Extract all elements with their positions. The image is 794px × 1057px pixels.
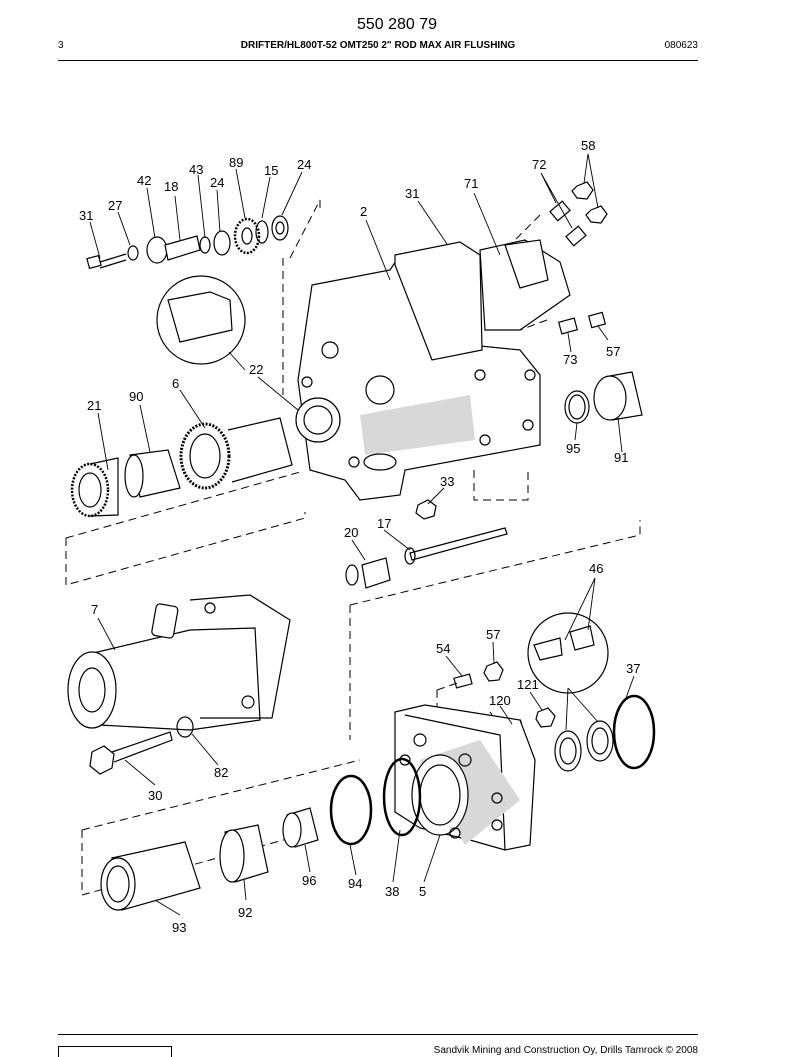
callout-2: 2 (360, 204, 367, 219)
page-number: 3 (58, 40, 64, 51)
callout-15: 15 (264, 163, 278, 178)
callout-121: 121 (517, 677, 539, 692)
footer-copyright: Sandvik Mining and Construction Oy, Dril… (433, 1045, 698, 1056)
callout-92: 92 (238, 905, 252, 920)
callout-6: 6 (172, 376, 179, 391)
callout-58: 58 (581, 138, 595, 153)
part-number: 550 280 79 (356, 16, 438, 33)
callout-43: 43 (189, 162, 203, 177)
callout-90: 90 (129, 389, 143, 404)
callout-27: 27 (108, 198, 122, 213)
callout-89: 89 (229, 155, 243, 170)
callout-96: 96 (302, 873, 316, 888)
callout-7: 7 (91, 602, 98, 617)
callout-31: 31 (405, 186, 419, 201)
callout-17: 17 (377, 516, 391, 531)
brand-logo (58, 1046, 172, 1057)
callout-24b: 24 (210, 175, 224, 190)
callout-24: 24 (297, 157, 311, 172)
callout-31b: 31 (79, 208, 93, 223)
callout-37: 37 (626, 661, 640, 676)
callout-5: 5 (419, 884, 426, 899)
callout-42: 42 (137, 173, 151, 188)
header-row: 3 DRIFTER/HL800T-52 OMT250 2" ROD MAX AI… (58, 40, 698, 54)
callout-91: 91 (614, 450, 628, 465)
callout-18: 18 (164, 179, 178, 194)
callout-57: 57 (606, 344, 620, 359)
callout-57b: 57 (486, 627, 500, 642)
callout-46: 46 (589, 561, 603, 576)
callout-33: 33 (440, 474, 454, 489)
callout-22: 22 (249, 362, 263, 377)
header-rule (58, 60, 698, 61)
page-title: DRIFTER/HL800T-52 OMT250 2" ROD MAX AIR … (240, 40, 516, 51)
callout-82: 82 (214, 765, 228, 780)
callout-30: 30 (148, 788, 162, 803)
callout-54: 54 (436, 641, 450, 656)
callout-95: 95 (566, 441, 580, 456)
callout-73: 73 (563, 352, 577, 367)
callout-120: 120 (489, 693, 511, 708)
callout-93: 93 (172, 920, 186, 935)
callout-94: 94 (348, 876, 362, 891)
footer-rule (58, 1034, 698, 1035)
date-code: 080623 (664, 40, 698, 51)
callout-71: 71 (464, 176, 478, 191)
callout-21: 21 (87, 398, 101, 413)
callout-20: 20 (344, 525, 358, 540)
callout-72: 72 (532, 157, 546, 172)
callout-38: 38 (385, 884, 399, 899)
